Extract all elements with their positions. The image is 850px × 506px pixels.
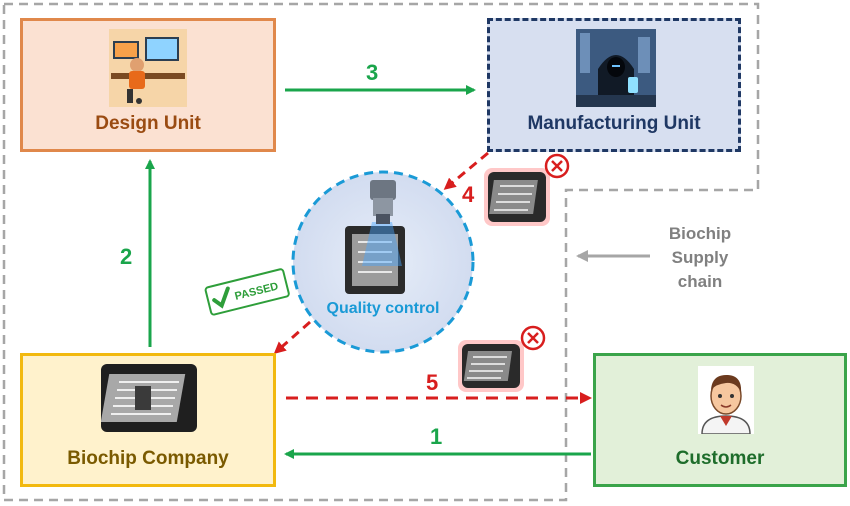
step-1-number: 1	[430, 424, 443, 449]
reject-x-icon	[520, 325, 546, 351]
biochip-icon	[101, 364, 197, 432]
customer-box: Customer	[593, 353, 847, 487]
step-4-number: 4	[462, 182, 475, 207]
arrow-qc-to-company	[273, 320, 311, 354]
rejected-chip-top	[484, 168, 550, 226]
passed-stamp: PASSED	[204, 268, 290, 316]
step-2-number: 2	[120, 244, 133, 269]
customer-label: Customer	[675, 448, 765, 469]
rejected-chip-bottom	[458, 340, 524, 392]
manufacturing-unit-label: Manufacturing Unit	[527, 113, 701, 134]
customer-avatar-icon	[698, 366, 754, 434]
arrow-step-4	[443, 151, 489, 190]
step-5-number: 5	[426, 370, 439, 395]
supply-chain-label-line: chain	[677, 272, 723, 291]
microscope-inspecting-chip-icon	[345, 180, 405, 294]
supply-chain-label: Biochip Supply chain	[650, 222, 750, 294]
design-unit-box: Design Unit	[20, 18, 276, 152]
design-unit-label: Design Unit	[95, 113, 201, 134]
supply-chain-label-line: Supply	[671, 248, 729, 267]
biochip-company-box: Biochip Company	[20, 353, 276, 487]
biochip-company-label: Biochip Company	[67, 448, 229, 469]
designer-at-desk-icon	[109, 29, 187, 107]
reject-x-icon	[544, 153, 570, 179]
supply-chain-boundary	[2, 2, 760, 502]
supply-chain-label-line: Biochip	[668, 224, 732, 243]
manufacturing-unit-box: Manufacturing Unit	[487, 18, 741, 152]
step-3-number: 3	[366, 60, 379, 85]
hooded-manufacturer-icon	[576, 29, 656, 107]
quality-control-label: Quality control	[326, 300, 440, 317]
